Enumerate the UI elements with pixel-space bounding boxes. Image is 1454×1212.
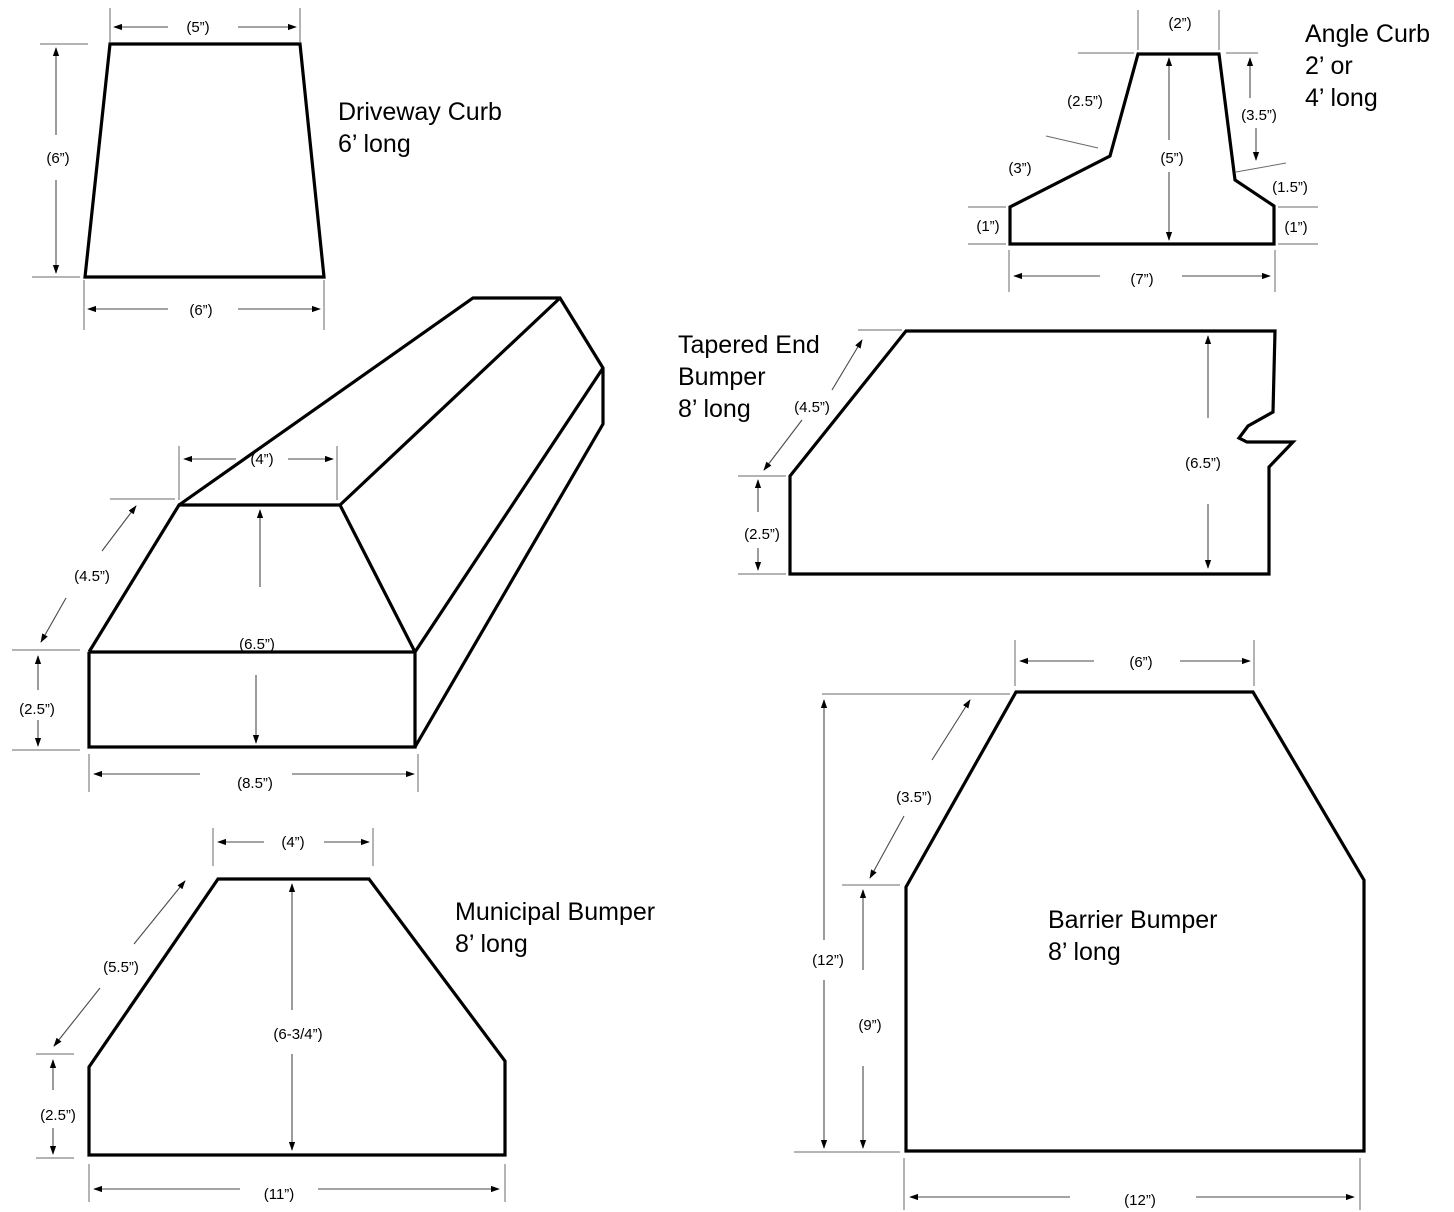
bumper-3d-height-dim: (6.5”)	[239, 636, 275, 653]
municipal-bumper-slope-dim: (5.5”)	[103, 959, 139, 976]
barrier-bumper: (6”) (3.5”) (12”) (9”) (12”) Barrier Bum…	[794, 640, 1366, 1210]
tapered-end-bumper-length: 8’ long	[678, 395, 751, 423]
municipal-bumper-top-dim: (4”)	[281, 834, 304, 851]
driveway-curb-bottom-dim: (6”)	[189, 302, 212, 319]
bumper-3d-slope-dim: (4.5”)	[74, 568, 110, 585]
angle-curb-length-line2: 4’ long	[1305, 84, 1378, 112]
bumper-3d-bottom-dim: (8.5”)	[237, 775, 273, 792]
municipal-bumper-title: Municipal Bumper	[455, 898, 655, 926]
angle-curb-right-step-dim: (1.5”)	[1272, 179, 1308, 196]
bumper-3d-top-dim: (4”)	[250, 451, 273, 468]
angle-curb-outline	[1008, 52, 1276, 246]
angle-curb-bottom-dim: (7”)	[1130, 271, 1153, 288]
angle-curb-top-dim: (2”)	[1168, 15, 1191, 32]
municipal-bumper-length: 8’ long	[455, 930, 528, 958]
angle-curb-right-base-dim: (1”)	[1284, 219, 1307, 236]
bumper-3d-front-top	[87, 503, 417, 653]
barrier-bumper-bottom-dim: (12”)	[1124, 1192, 1156, 1209]
barrier-bumper-side-height-dim: (9”)	[858, 1017, 881, 1034]
driveway-curb-title: Driveway Curb	[338, 98, 502, 126]
municipal-bumper-bottom-dim: (11”)	[264, 1186, 295, 1203]
angle-curb-left-base-dim: (1”)	[976, 218, 999, 235]
bumper-3d-front-face	[87, 650, 417, 749]
bumper-3d: (4”) (4.5”) (6.5”) (2.5”) (8.5”)	[12, 296, 605, 792]
tapered-end-bumper-title-line1: Tapered End	[678, 331, 820, 359]
barrier-bumper-slope-dim: (3.5”)	[896, 789, 932, 806]
angle-curb-height-dim: (5”)	[1160, 150, 1183, 167]
bumper-3d-base-dim: (2.5”)	[19, 701, 55, 718]
bumper-3d-long-edges	[178, 296, 605, 748]
barrier-bumper-top-dim: (6”)	[1129, 654, 1152, 671]
angle-curb-slope-lower-dim: (3”)	[1008, 160, 1031, 177]
municipal-bumper: (4”) (5.5”) (6-3/4”) (2.5”) (11”) Munici…	[36, 828, 655, 1203]
driveway-curb: (5”) (6”) (6”) Driveway Curb 6’ long	[32, 8, 502, 330]
angle-curb: (2”) (2.5”) (3”) (5”) (3.5”) (1.5”) (1”)…	[968, 10, 1430, 292]
barrier-bumper-outline	[904, 690, 1366, 1153]
angle-curb-title: Angle Curb	[1305, 20, 1430, 48]
tapered-end-bumper-base-dim: (2.5”)	[744, 526, 780, 543]
tapered-end-bumper: (4.5”) (2.5”) (6.5”) Tapered End Bumper …	[678, 329, 1297, 576]
municipal-bumper-outline	[87, 877, 507, 1157]
tapered-end-bumper-outline	[788, 329, 1297, 576]
driveway-curb-outline	[83, 42, 326, 279]
angle-curb-right-upper-dim: (3.5”)	[1241, 107, 1277, 124]
barrier-bumper-total-height-dim: (12”)	[812, 952, 844, 969]
municipal-bumper-height-dim: (6-3/4”)	[273, 1026, 322, 1043]
driveway-curb-top-dim: (5”)	[186, 19, 209, 36]
driveway-curb-length: 6’ long	[338, 130, 411, 158]
angle-curb-length-line1: 2’ or	[1305, 52, 1353, 80]
barrier-bumper-length: 8’ long	[1048, 938, 1121, 966]
tapered-end-bumper-slope-dim: (4.5”)	[794, 399, 830, 416]
barrier-bumper-title: Barrier Bumper	[1048, 906, 1218, 934]
angle-curb-slope-upper-dim: (2.5”)	[1067, 93, 1103, 110]
tapered-end-bumper-height-dim: (6.5”)	[1185, 455, 1221, 472]
tapered-end-bumper-title-line2: Bumper	[678, 363, 766, 391]
municipal-bumper-base-dim: (2.5”)	[40, 1107, 76, 1124]
driveway-curb-height-dim: (6”)	[46, 150, 69, 167]
